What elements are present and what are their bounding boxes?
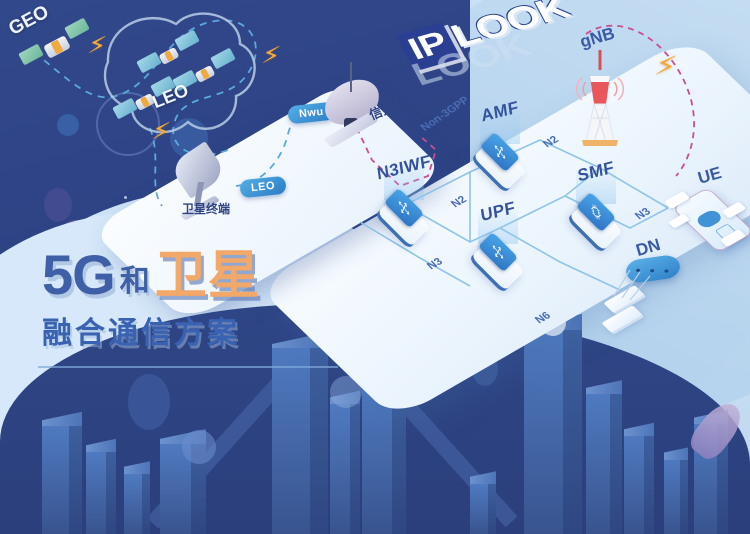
star (124, 196, 127, 199)
node-chip (383, 187, 425, 229)
node-chip (575, 191, 617, 233)
dn-server-links (613, 269, 651, 301)
planet-small-1 (44, 188, 72, 222)
lightning-icon: ⚡ (150, 114, 173, 148)
headline-satellite: 卫星 (154, 246, 261, 305)
headline-subtitle: 融合通信方案 (42, 316, 240, 350)
node-upf[interactable]: UPF (468, 198, 528, 291)
headline-row-primary: 5G 和 卫星 (42, 243, 261, 306)
lightning-icon: ⚡ (260, 38, 283, 72)
headline-conjunction: 和 (119, 264, 150, 298)
gnb-tower (576, 50, 624, 146)
four-way-arrow-icon (398, 201, 410, 215)
headline-block: 5G 和 卫星 融合通信方案 (42, 243, 261, 352)
node-smf[interactable]: SMF (566, 158, 626, 251)
city-orb (182, 430, 216, 464)
satellite-terminal-label: 卫星终端 (182, 202, 231, 216)
four-way-arrow-icon (494, 145, 506, 159)
cpu-chip-icon (591, 204, 601, 220)
lightning-icon: ⚡ (86, 28, 109, 62)
node-amf[interactable]: AMF (470, 97, 530, 191)
gateway-feed-arm (350, 62, 352, 92)
node-n3iwf[interactable]: N3IWF (374, 151, 434, 247)
headline-underline (38, 366, 338, 368)
city-orb (128, 374, 170, 430)
four-way-arrow-icon (492, 245, 504, 259)
planet-small-3 (57, 114, 79, 136)
headline-5g: 5G (42, 243, 116, 306)
node-chip (477, 231, 519, 273)
node-chip (479, 131, 521, 173)
